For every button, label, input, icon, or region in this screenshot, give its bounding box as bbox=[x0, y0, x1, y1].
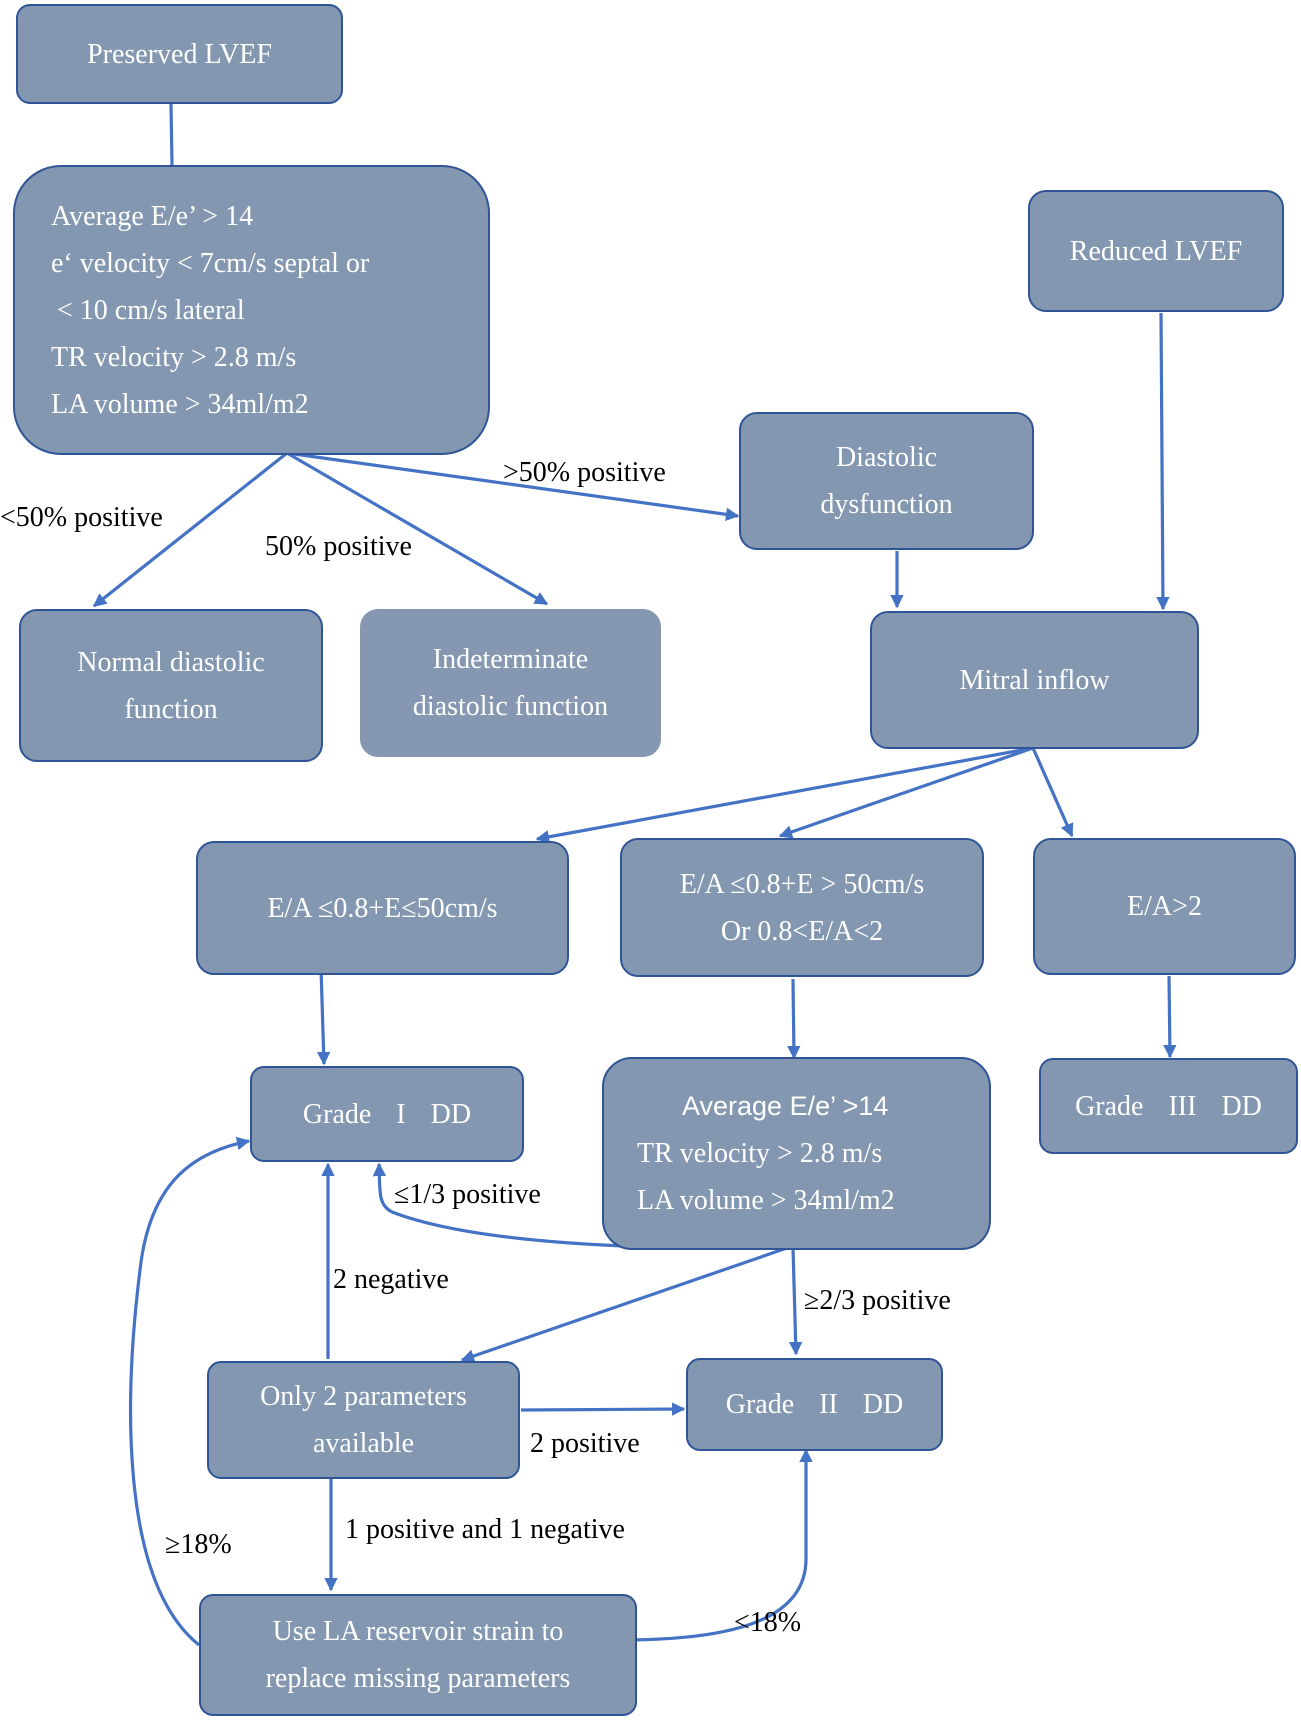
arrow-mitral-to-ea-mid bbox=[778, 746, 1034, 839]
criteria-line-4: TR velocity > 2.8 m/s bbox=[51, 341, 297, 373]
criteria-line-2: e‘ velocity < 7cm/s septal or bbox=[51, 247, 370, 279]
ea-low-label: E/A ≤0.8+E≤50cm/s bbox=[267, 892, 498, 924]
grade-2-dd-box: Grade II DD bbox=[686, 1358, 943, 1451]
normal-diastolic-function-box: Normal diastolic function bbox=[19, 609, 323, 762]
arrow-strain-to-grade2 bbox=[619, 1448, 813, 1642]
label-less-than-50-positive: <50% positive bbox=[0, 502, 163, 533]
label-50-positive: 50% positive bbox=[265, 531, 412, 562]
ea-high-label: E/A>2 bbox=[1127, 891, 1202, 922]
connector-preserved-to-criteria bbox=[169, 103, 174, 166]
arrow-criteria-to-indeterminate bbox=[286, 451, 549, 606]
preserved-lvef-label: Preserved LVEF bbox=[87, 38, 272, 70]
label-at-least-two-thirds-positive: ≥2/3 positive bbox=[804, 1285, 951, 1316]
indeterminate-line-1: Indeterminate bbox=[432, 644, 589, 675]
arrow-criteria-to-diastolic-dysfunction bbox=[286, 451, 740, 521]
label-2-negative: 2 negative bbox=[333, 1264, 449, 1295]
label-2-positive: 2 positive bbox=[530, 1428, 640, 1459]
criteria-box: Average E/e’ > 14 e‘ velocity < 7cm/s se… bbox=[13, 165, 490, 455]
diastolic-dysfunction-line-2: dysfunction bbox=[820, 489, 953, 520]
arrow-ea-high-to-grade3 bbox=[1163, 975, 1177, 1059]
reduced-lvef-label: Reduced LVEF bbox=[1069, 235, 1243, 267]
only-2-parameters-box: Only 2 parameters available bbox=[207, 1361, 520, 1479]
grade-3-dd-label: Grade III DD bbox=[1075, 1090, 1262, 1122]
grade-1-dd-label: Grade I DD bbox=[302, 1098, 472, 1130]
indeterminate-diastolic-function-box: Indeterminate diastolic function bbox=[360, 609, 661, 757]
normal-diastolic-function-line-1: Normal diastolic bbox=[77, 646, 265, 678]
arrow-reduced-to-mitral bbox=[1156, 312, 1170, 611]
diastolic-dysfunction-line-1: Diastolic bbox=[835, 442, 938, 473]
arrow-mitral-to-ea-high bbox=[1031, 747, 1074, 838]
only-2-parameters-line-2: available bbox=[312, 1428, 415, 1459]
ea-high-box: E/A>2 bbox=[1033, 838, 1296, 975]
criteria-2-box: Average E/e’ >14 TR velocity > 2.8 m/s L… bbox=[602, 1057, 991, 1250]
indeterminate-line-2: diastolic function bbox=[412, 691, 609, 722]
criteria-line-3: < 10 cm/s lateral bbox=[57, 294, 245, 326]
criteria-line-5: LA volume > 34ml/m2 bbox=[51, 388, 309, 420]
reduced-lvef-box: Reduced LVEF bbox=[1028, 190, 1284, 312]
ea-mid-line-1: E/A ≤0.8+E > 50cm/s bbox=[679, 868, 925, 900]
criteria-2-line-3: LA volume > 34ml/m2 bbox=[637, 1185, 895, 1216]
label-at-most-one-third-positive: ≤1/3 positive bbox=[394, 1179, 541, 1210]
la-reservoir-strain-line-1: Use LA reservoir strain to bbox=[272, 1616, 564, 1647]
arrow-strain-to-grade1 bbox=[129, 1136, 251, 1647]
arrow-criteria-to-normal bbox=[92, 451, 288, 608]
la-reservoir-strain-box: Use LA reservoir strain to replace missi… bbox=[199, 1594, 637, 1716]
only-2-parameters-line-1: Only 2 parameters bbox=[260, 1381, 467, 1412]
arrow-ea-mid-to-criteria2 bbox=[787, 978, 801, 1060]
la-reservoir-strain-line-2: replace missing parameters bbox=[265, 1663, 571, 1694]
label-greater-than-50-positive: >50% positive bbox=[503, 457, 666, 488]
diastolic-dysfunction-box: Diastolic dysfunction bbox=[739, 412, 1034, 550]
arrow-mitral-to-ea-low bbox=[535, 746, 1034, 844]
preserved-lvef-box: Preserved LVEF bbox=[16, 4, 343, 104]
label-1-positive-1-negative: 1 positive and 1 negative bbox=[345, 1514, 625, 1545]
mitral-inflow-box: Mitral inflow bbox=[870, 611, 1199, 749]
grade-1-dd-box: Grade I DD bbox=[250, 1066, 524, 1162]
ea-low-box: E/A ≤0.8+E≤50cm/s bbox=[196, 841, 569, 975]
arrow-only2-to-grade2 bbox=[520, 1402, 686, 1416]
mitral-inflow-label: Mitral inflow bbox=[959, 664, 1110, 696]
grade-3-dd-box: Grade III DD bbox=[1039, 1058, 1298, 1154]
arrow-criteria2-to-grade2 bbox=[788, 1247, 803, 1356]
ea-mid-box: E/A ≤0.8+E > 50cm/s Or 0.8<E/A<2 bbox=[620, 838, 984, 977]
label-less-than-18-percent: <18% bbox=[734, 1607, 802, 1638]
ea-mid-line-2: Or 0.8<E/A<2 bbox=[720, 915, 884, 947]
normal-diastolic-function-line-2: function bbox=[124, 693, 218, 725]
criteria-2-line-2: TR velocity > 2.8 m/s bbox=[637, 1138, 883, 1169]
grade-2-dd-label: Grade II DD bbox=[725, 1389, 904, 1420]
arrow-criteria2-to-only2 bbox=[460, 1246, 788, 1363]
criteria-2-line-1: Average E/e’ >14 bbox=[682, 1091, 889, 1121]
criteria-line-1: Average E/e’ > 14 bbox=[51, 200, 254, 232]
arrow-ea-low-to-grade1 bbox=[316, 967, 331, 1066]
label-at-least-18-percent: ≥18% bbox=[165, 1529, 232, 1560]
